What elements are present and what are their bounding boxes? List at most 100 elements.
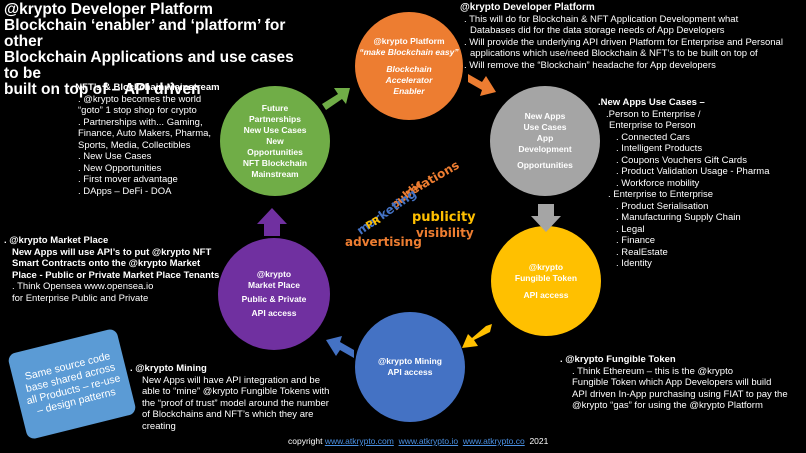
circle-label: Fungible Token xyxy=(514,272,578,283)
market-place-circle: @krypto Market Place Public & Private AP… xyxy=(218,238,330,350)
website-link-co[interactable]: www.atkrypto.co xyxy=(462,436,525,446)
mainstream-line: . New Opportunities xyxy=(78,162,162,174)
word-cloud-word: advertising xyxy=(345,235,422,249)
arrow-icon xyxy=(462,324,492,348)
mainstream-line: . New Use Cases xyxy=(78,151,152,162)
mainstream-line: . First mover advantage xyxy=(78,174,178,185)
mainstream-line: Sports, Media, Collectibles xyxy=(78,139,191,151)
mainstream-line: . Partnerships with... Gaming, xyxy=(78,116,203,128)
circle-label: Future xyxy=(261,102,289,113)
use-case-item: . Finance xyxy=(616,235,656,246)
circle-label: Use Cases xyxy=(523,122,567,132)
market-place-notes: . @krypto Market Place New Apps will use… xyxy=(4,235,232,304)
circle-label: @krypto Mining xyxy=(377,356,442,366)
mainstream-line: “goto” 1 stop shop for crypto xyxy=(78,105,197,116)
new-apps-circle: New Apps Use Cases App Development Oppor… xyxy=(490,86,600,196)
developer-platform-notes: @krypto Developer Platform . This will d… xyxy=(460,2,800,71)
title-line-3: Blockchain Applications and use cases to… xyxy=(4,49,294,82)
use-case-item: . Connected Cars xyxy=(616,131,690,143)
note-line: . Will remove the “Blockchain” headache … xyxy=(464,59,716,71)
use-case-item: . Product Validation Usage - Pharma xyxy=(616,166,770,177)
market-place-line: Smart Contracts onto the @krypto Market xyxy=(12,258,201,269)
fungible-line: . Think Ethereum – this is the @krypto xyxy=(572,365,734,377)
use-case-item: . Intelligent Products xyxy=(616,143,703,154)
word-cloud-word: publicity xyxy=(412,210,476,225)
fungible-token-circle: @krypto Fungible Token API access xyxy=(491,226,601,336)
mining-line: creating xyxy=(142,420,176,432)
fungible-line: @krypto “gas” for using the @krypto Plat… xyxy=(572,400,763,411)
mainstream-line: . @krypto becomes the world xyxy=(78,93,202,105)
mainstream-notes: . NFT’s & Blockchain Mainstream . @krypt… xyxy=(70,82,230,197)
circle-label: “make Blockchain easy” xyxy=(359,46,459,57)
circle-label: Opportunities xyxy=(517,160,573,170)
use-case-item: . Identity xyxy=(616,258,652,269)
mainstream-heading: . NFT’s & Blockchain Mainstream xyxy=(70,82,220,93)
use-cases-heading: .New Apps Use Cases – xyxy=(598,97,705,108)
mining-line: able to “mine” @krypto Fungible Tokens w… xyxy=(142,386,330,397)
circle-label: New Apps xyxy=(524,111,566,121)
circle-label: @krypto xyxy=(256,269,292,279)
market-place-heading: . @krypto Market Place xyxy=(4,235,109,246)
mainstream-line: . DApps – DeFi - DOA xyxy=(78,185,172,197)
website-link-io[interactable]: www.atkrypto.io xyxy=(398,436,459,446)
circle-label: Enabler xyxy=(393,85,425,96)
website-link-com[interactable]: www.atkrypto.com xyxy=(324,436,394,446)
arrow-icon xyxy=(322,88,350,110)
circle-label: @krypto Platform xyxy=(373,35,445,46)
note-line: applications which use/need Blockchain &… xyxy=(470,48,758,59)
use-case-item: . Manufacturing Supply Chain xyxy=(616,212,741,223)
arrow-icon xyxy=(531,204,561,232)
copyright-year: 2021 xyxy=(529,436,549,446)
circle-label: API access xyxy=(387,367,433,377)
mining-heading: . @krypto Mining xyxy=(130,363,207,374)
note-line: . This will do for Blockchain & NFT Appl… xyxy=(464,13,739,25)
use-case-item: .Person to Enterprise / xyxy=(606,108,701,120)
note-line: . Will provide the underlying API driven… xyxy=(464,36,783,48)
use-case-item: . RealEstate xyxy=(616,246,668,258)
market-place-line: Place - Public or Private Market Place T… xyxy=(12,269,220,281)
copyright-footer: copyright www.atkrypto.com www.atkrypto.… xyxy=(288,436,548,446)
circle-label: API access xyxy=(523,289,569,300)
market-place-line: New Apps will use API’s to put @krypto N… xyxy=(12,246,212,258)
use-case-item: Enterprise to Person xyxy=(609,120,696,131)
circle-label: NFT Blockchain xyxy=(242,157,308,168)
circle-label: Public & Private xyxy=(241,294,307,304)
market-place-line: . Think Opensea www.opensea.io xyxy=(12,281,154,292)
use-case-item: . Product Serialisation xyxy=(616,200,709,212)
shared-source-code-callout: Same source code base shared across all … xyxy=(7,327,137,441)
note-line: Databases did for the data storage needs… xyxy=(470,25,725,36)
circle-label: Partnerships xyxy=(249,113,301,124)
fungible-line: Fungible Token which App Developers will… xyxy=(572,377,772,388)
copyright-label: copyright xyxy=(288,436,325,446)
developer-platform-heading: @krypto Developer Platform xyxy=(460,2,595,13)
circle-label: API access xyxy=(251,308,297,318)
arrow-icon xyxy=(257,208,287,236)
use-cases-notes: .New Apps Use Cases – .Person to Enterpr… xyxy=(598,97,803,270)
circle-label: Mainstream xyxy=(251,168,299,179)
mining-circle: @krypto Mining API access xyxy=(355,312,465,422)
word-cloud-word: visibility xyxy=(416,226,474,240)
arrow-icon xyxy=(326,336,354,358)
circle-label: New Use Cases xyxy=(243,124,307,135)
fungible-line: API driven In-App purchasing using FIAT … xyxy=(572,388,788,400)
circle-label: Development xyxy=(518,144,572,154)
arrow-icon xyxy=(468,74,496,96)
mining-notes: . @krypto Mining New Apps will have API … xyxy=(130,363,360,432)
title-line-2: Blockchain ‘enabler’ and ‘platform’ for … xyxy=(4,17,286,50)
circle-label: Blockchain xyxy=(386,63,432,74)
circle-label: Accelerator xyxy=(385,74,433,85)
fungible-notes: . @krypto Fungible Token . Think Ethereu… xyxy=(560,354,804,412)
use-case-item: . Coupons Vouchers Gift Cards xyxy=(616,154,747,166)
title-line-4: built on top of – API driven xyxy=(4,81,201,98)
word-cloud-word: marketing xyxy=(354,186,420,238)
use-case-item: . Legal xyxy=(616,223,645,235)
future-circle: Future Partnerships New Use Cases New Op… xyxy=(220,86,330,196)
circle-label: @krypto xyxy=(528,261,564,272)
platform-circle: @krypto Platform “make Blockchain easy” … xyxy=(355,12,463,120)
title-line-1: @krypto Developer Platform xyxy=(4,1,213,18)
fungible-heading: . @krypto Fungible Token xyxy=(560,354,676,365)
use-case-item: . Enterprise to Enterprise xyxy=(608,189,714,200)
mining-line: New Apps will have API integration and b… xyxy=(142,374,320,386)
circle-label: New xyxy=(266,135,284,146)
page-title: @krypto Developer Platform Blockchain ‘e… xyxy=(4,2,304,98)
